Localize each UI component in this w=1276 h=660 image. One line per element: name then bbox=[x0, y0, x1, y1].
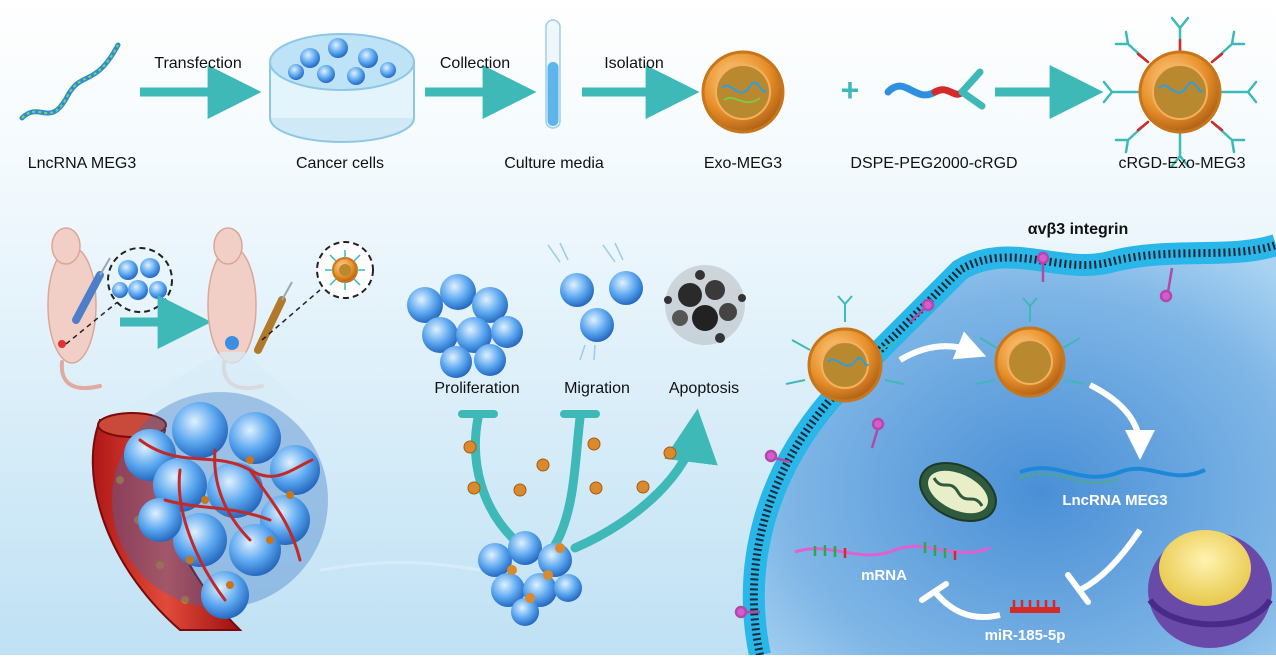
mirna-icon bbox=[1010, 600, 1060, 613]
plus-sign: + bbox=[841, 72, 860, 108]
release-arrow bbox=[1088, 382, 1155, 460]
inhibit-bar-3 bbox=[1065, 572, 1091, 605]
ligand-label: DSPE-PEG2000-cRGD bbox=[850, 155, 1017, 172]
inhibit-migration-arrow bbox=[550, 413, 585, 550]
mrna-icon bbox=[794, 542, 991, 560]
zoom-line-2 bbox=[261, 289, 321, 341]
mouse-1-icon bbox=[47, 227, 111, 391]
inhibit-bar-4 bbox=[919, 581, 949, 603]
effects-panel: Proliferation Migration Apoptosis bbox=[319, 242, 746, 626]
tumor-zoom-cone bbox=[90, 352, 330, 430]
ligand-icon bbox=[884, 68, 986, 110]
zoom-line-1 bbox=[65, 299, 121, 345]
internalized-exosome-icon bbox=[975, 297, 1085, 398]
cell-mechanism: αvβ3 integrin bbox=[734, 221, 1276, 658]
tumor-mass-icon bbox=[112, 392, 328, 619]
lncrna-strand-icon bbox=[19, 42, 121, 121]
integrin-receptors bbox=[734, 251, 1174, 619]
mrna-label: mRNA bbox=[861, 567, 907, 584]
collection-label: Collection bbox=[440, 55, 510, 72]
zoom-band bbox=[319, 561, 481, 572]
isolation-label: Isolation bbox=[604, 55, 664, 72]
mirna-inhibits-mrna-arrow bbox=[932, 590, 1001, 620]
scattered-exosomes bbox=[463, 437, 677, 497]
inhibit-proliferation-arrow bbox=[470, 413, 525, 550]
binding-exosome-icon bbox=[785, 295, 905, 403]
proliferation-cluster-icon bbox=[407, 274, 523, 378]
lncrna-label: LncRNA MEG3 bbox=[1062, 492, 1167, 509]
treated-tumor-cluster-icon bbox=[478, 531, 582, 626]
membrane-lipid-tails bbox=[749, 241, 1276, 656]
endocytosis-arrow bbox=[898, 331, 987, 363]
transfection-label: Transfection bbox=[154, 55, 241, 72]
apoptosis-label: Apoptosis bbox=[669, 380, 739, 397]
mouse-model bbox=[47, 227, 374, 631]
petri-dish-icon bbox=[269, 33, 415, 143]
nucleus-icon bbox=[1147, 530, 1273, 648]
lncrna-inhibits-mirna-arrow bbox=[1078, 528, 1143, 593]
cell-cluster-zoom-icon bbox=[107, 247, 173, 313]
integrin-label: αvβ3 integrin bbox=[1028, 221, 1129, 238]
released-lncrna-icon bbox=[1019, 466, 1206, 484]
mouse-2-icon bbox=[207, 227, 293, 391]
exosome-icon bbox=[701, 50, 785, 134]
start-label: LncRNA MEG3 bbox=[28, 155, 137, 172]
culture-media-label: Culture media bbox=[504, 155, 604, 172]
migration-cells-icon bbox=[547, 242, 643, 361]
apoptosis-debris-icon bbox=[664, 265, 746, 345]
promote-apoptosis-arrow bbox=[570, 408, 718, 553]
proliferation-label: Proliferation bbox=[434, 380, 519, 397]
top-flow: + LncRNA MEG bbox=[19, 16, 1258, 172]
mirna-label: miR-185-5p bbox=[985, 627, 1066, 644]
test-tube-icon bbox=[545, 19, 561, 129]
crgd-exosome-icon bbox=[1102, 16, 1258, 168]
exo-meg3-label: Exo-MEG3 bbox=[704, 155, 782, 172]
exosome-zoom-icon bbox=[316, 241, 374, 299]
product-label: cRGD-Exo-MEG3 bbox=[1118, 155, 1245, 172]
mitochondrion-icon bbox=[919, 461, 997, 523]
migration-label: Migration bbox=[564, 380, 630, 397]
cancer-cells-label: Cancer cells bbox=[296, 155, 384, 172]
